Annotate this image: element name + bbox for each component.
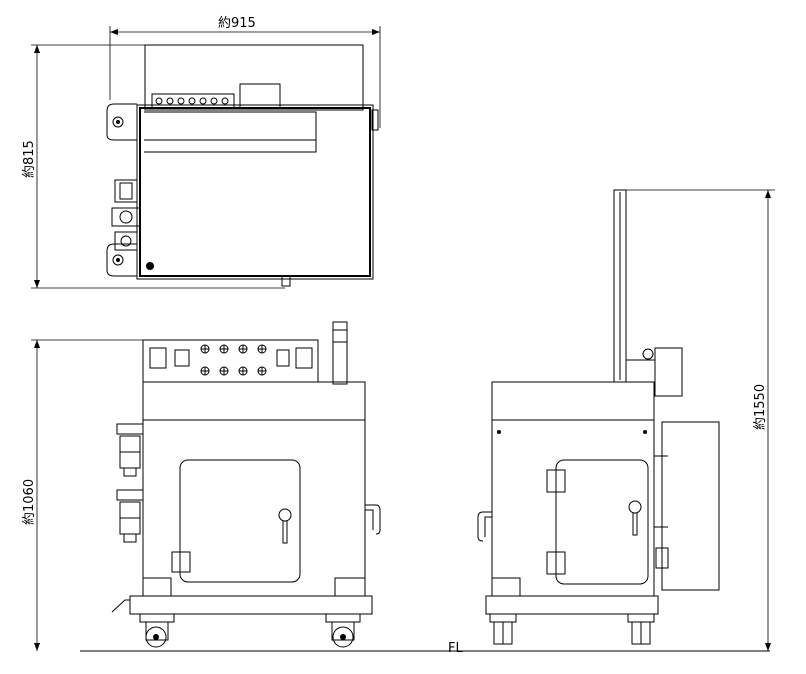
meter-left-1	[149, 347, 167, 369]
controller-box	[239, 83, 281, 109]
side-foot-left	[491, 577, 521, 597]
side-caster-right	[627, 613, 655, 645]
control-box-outline	[144, 44, 364, 111]
main-body-top	[139, 107, 371, 277]
dimension-height-front: 約1060	[22, 339, 145, 651]
right-handle	[371, 109, 379, 131]
side-top-shelf	[491, 381, 655, 421]
side-control-box	[654, 347, 683, 397]
caster-right	[325, 613, 361, 648]
side-view: 約1550	[477, 189, 775, 651]
door-latch	[278, 508, 292, 544]
top-view: 約915 約815	[22, 16, 381, 289]
main-body-outer	[136, 104, 374, 280]
side-handle-front	[365, 504, 381, 535]
caster-left	[139, 613, 175, 648]
side-caster-left	[489, 613, 517, 645]
lid-panel	[144, 111, 317, 153]
exhaust-pipe	[332, 321, 348, 385]
corner-bolt	[146, 262, 154, 270]
bottom-tab	[281, 275, 291, 287]
meter-right-1	[276, 349, 290, 367]
regulators-top	[111, 179, 141, 251]
door-hinge	[171, 551, 191, 573]
mount-bracket-upper	[106, 103, 137, 141]
dimension-width: 約915	[109, 16, 381, 128]
furnace-body-side	[491, 419, 655, 597]
dimension-height-side-label: 約1550	[753, 384, 768, 430]
side-right-panel	[661, 421, 720, 591]
side-right-bars	[654, 455, 668, 528]
furnace-door	[179, 459, 301, 583]
top-shelf	[142, 381, 366, 421]
side-door	[555, 459, 649, 585]
dimension-height-front-label: 約1060	[22, 479, 37, 525]
side-handle-left	[477, 511, 492, 542]
corner-foot-left	[142, 577, 172, 597]
side-right-clamp	[655, 547, 669, 569]
base-frame-side	[485, 595, 659, 615]
terminal-strip	[151, 93, 235, 109]
dimension-depth: 約815	[22, 44, 285, 289]
side-hinge-upper	[546, 469, 566, 493]
regulator-upper	[116, 423, 144, 477]
dimension-width-label: 約915	[218, 16, 256, 31]
control-panel	[142, 339, 319, 383]
regulator-lower	[116, 489, 144, 543]
pedal	[111, 599, 130, 613]
dimension-depth-label: 約815	[22, 140, 37, 178]
side-hinge-lower	[546, 551, 566, 575]
meter-right-2	[295, 347, 313, 369]
dimension-height-side: 約1550	[620, 189, 775, 651]
front-view: 約1060	[22, 321, 381, 651]
mount-bracket-lower	[106, 243, 137, 277]
meter-left-2	[174, 349, 190, 367]
floor-label: FL	[448, 641, 463, 656]
side-lamp	[642, 348, 654, 360]
corner-foot-right	[334, 577, 366, 597]
furnace-body-front	[142, 419, 366, 597]
side-door-latch	[628, 500, 642, 536]
base-frame-front	[129, 595, 373, 615]
panel-switches	[200, 344, 267, 376]
